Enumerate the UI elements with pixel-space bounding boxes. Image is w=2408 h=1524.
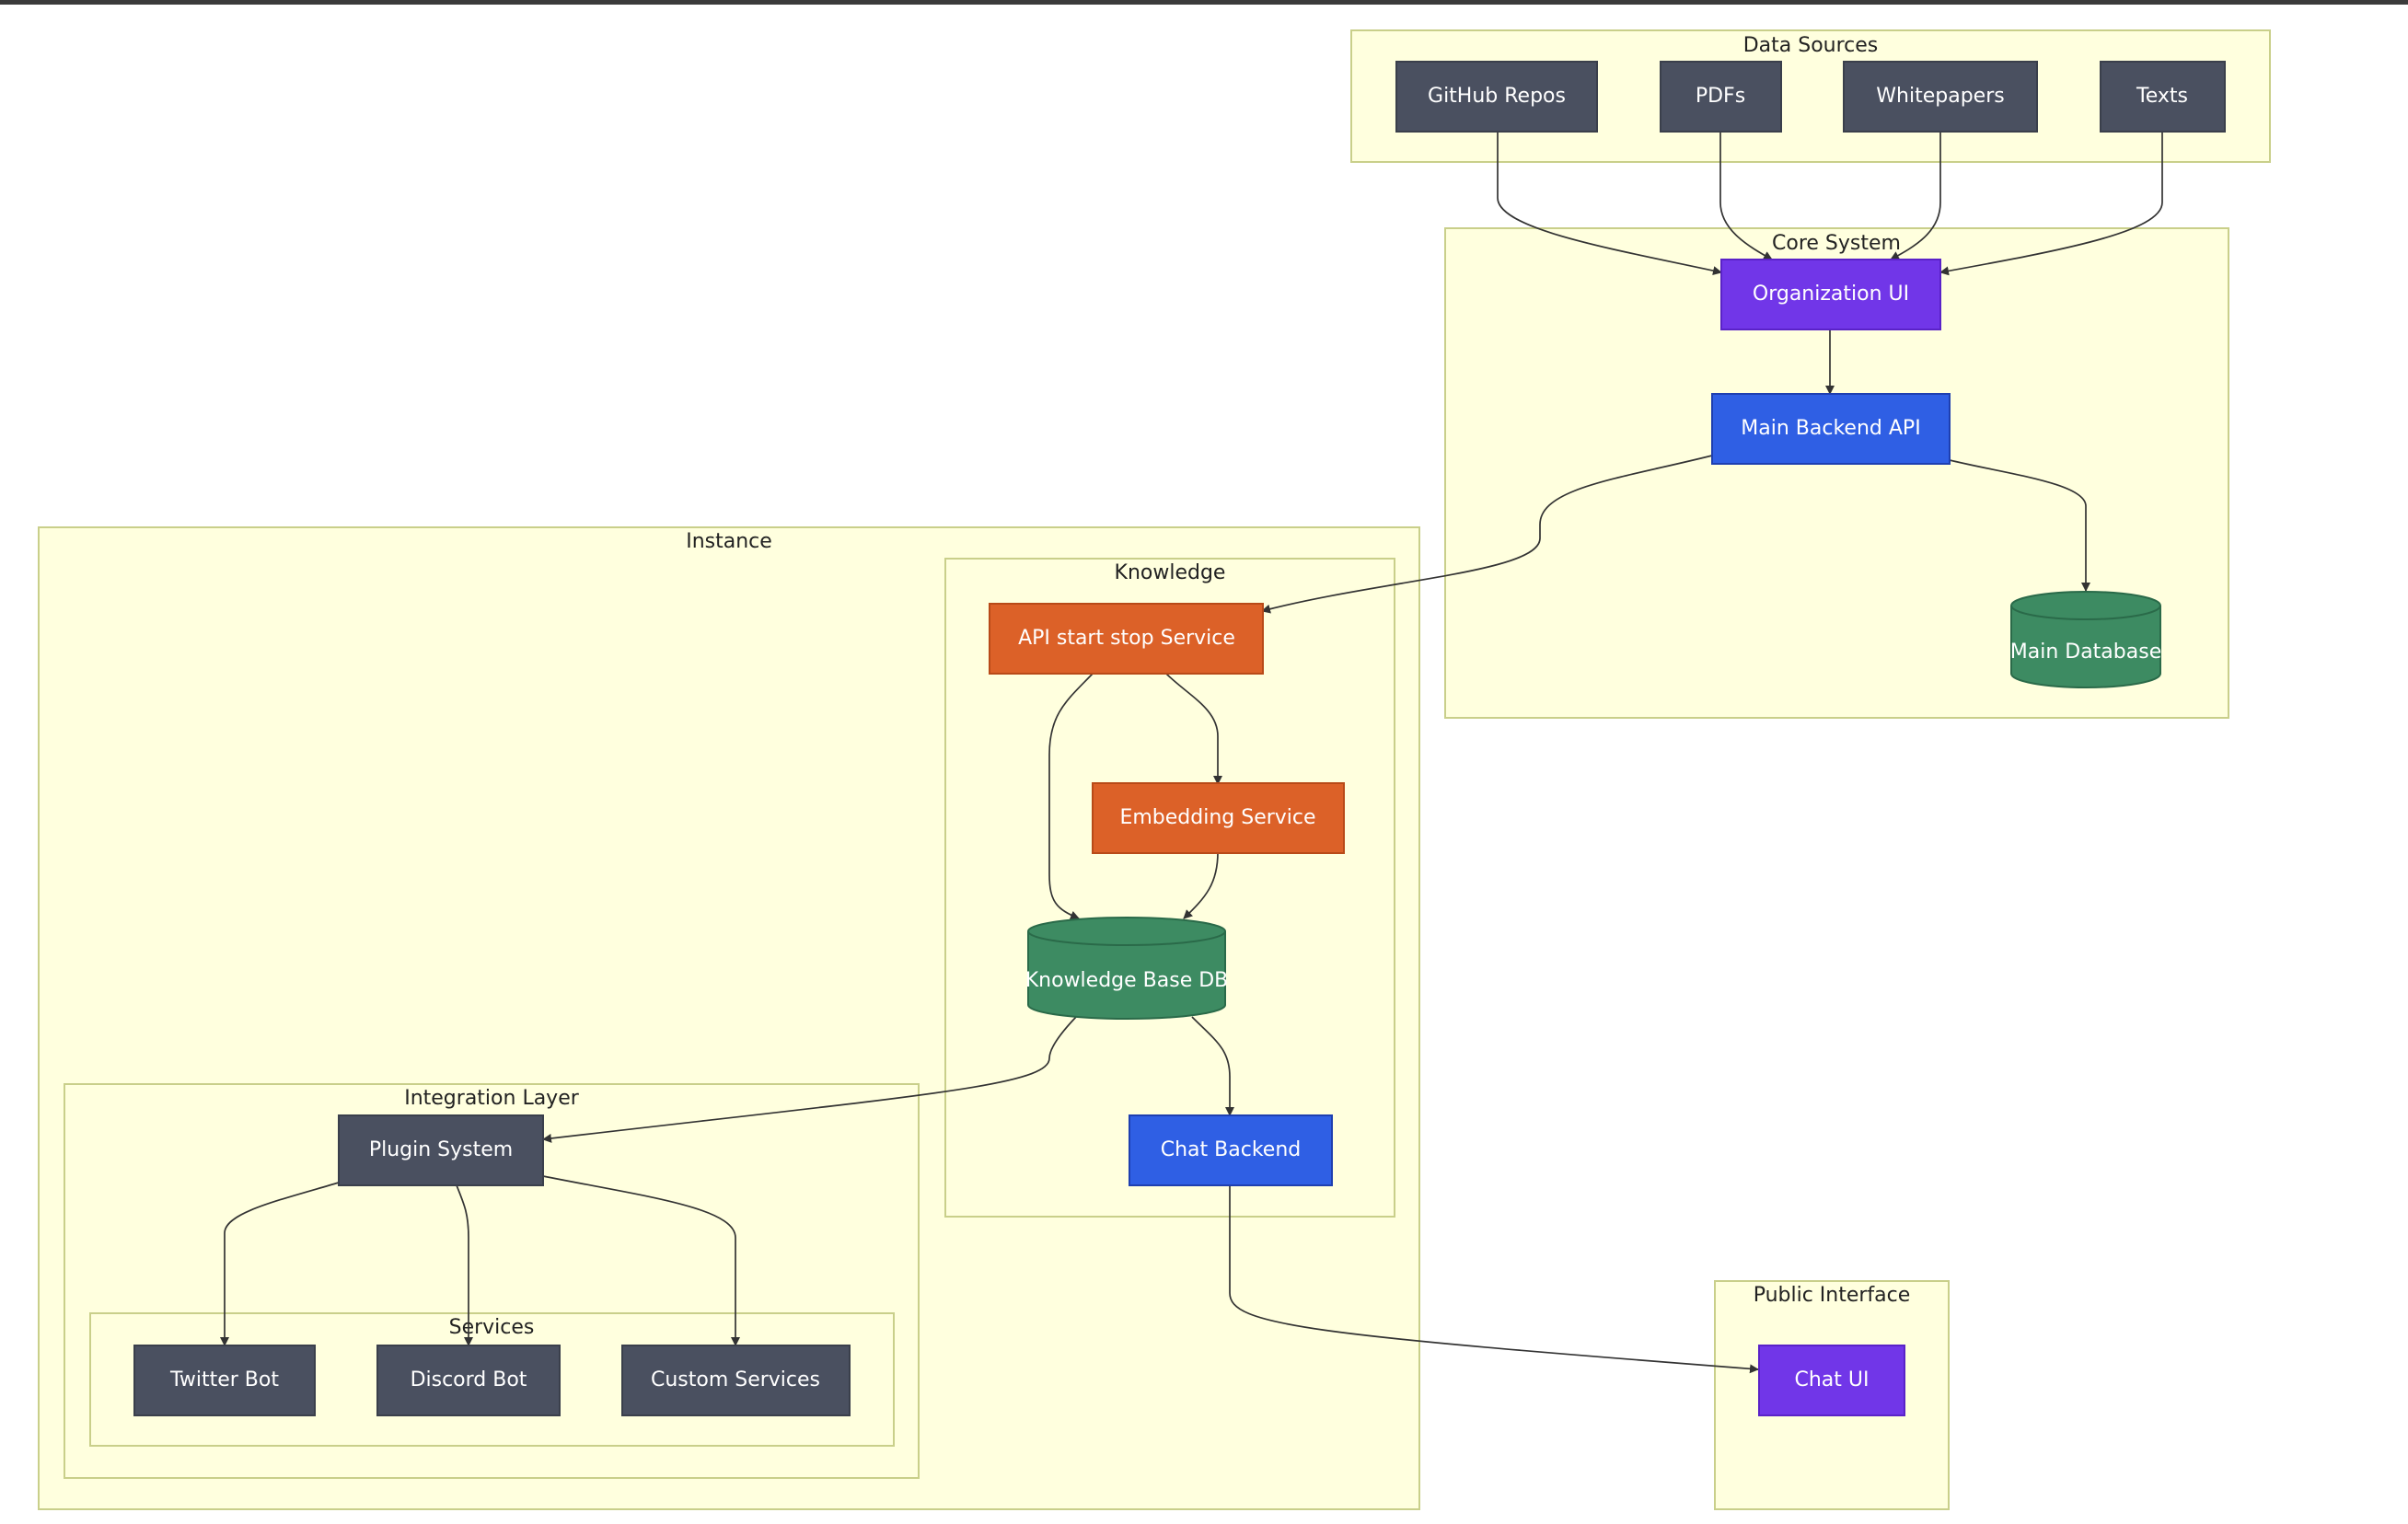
edge-api-start-stop-to-embedding — [1165, 673, 1222, 785]
node-twitter-bot: Twitter Bot — [133, 1345, 316, 1416]
node-label-twitter-bot: Twitter Bot — [169, 1368, 279, 1391]
edge-plugin-to-custom — [542, 1175, 740, 1346]
node-main-database: Main Database — [2010, 591, 2161, 688]
node-label-custom-services: Custom Services — [651, 1368, 820, 1391]
edge-chat-backend-to-chat-ui — [1229, 1185, 1759, 1374]
group-label-data-sources: Data Sources — [1743, 34, 1879, 57]
node-label-chat-ui: Chat UI — [1795, 1368, 1870, 1391]
node-main-backend-api: Main Backend API — [1711, 393, 1951, 465]
edge-texts-to-org-ui — [1939, 132, 2163, 276]
node-label-github-repos: GitHub Repos — [1428, 85, 1566, 108]
node-label-plugin-system: Plugin System — [369, 1138, 513, 1161]
group-label-core-system: Core System — [1772, 232, 1901, 255]
node-knowledge-base-db: Knowledge Base DB — [1025, 917, 1229, 1020]
node-label-main-backend-api: Main Backend API — [1741, 417, 1920, 440]
edge-kbdb-to-chat-backend — [1191, 1016, 1234, 1116]
node-texts: Texts — [2100, 61, 2226, 133]
group-label-integration-layer: Integration Layer — [404, 1087, 580, 1110]
edge-backend-to-main-db — [1949, 459, 2090, 592]
group-label-services: Services — [449, 1316, 535, 1339]
node-label-embedding-service: Embedding Service — [1119, 806, 1315, 829]
node-plugin-system: Plugin System — [338, 1114, 544, 1186]
node-label-texts: Texts — [2136, 85, 2188, 108]
node-label-knowledge-base-db: Knowledge Base DB — [1025, 969, 1229, 992]
node-label-whitepapers: Whitepapers — [1876, 85, 2004, 108]
edge-kbdb-to-plugin-system — [542, 1016, 1077, 1143]
node-organization-ui: Organization UI — [1720, 259, 1941, 330]
edge-pdfs-to-org-ui — [1719, 132, 1773, 260]
node-pdfs: PDFs — [1660, 61, 1782, 133]
node-api-start-stop-service: API start stop Service — [989, 603, 1264, 675]
edge-backend-to-api-start-stop — [1261, 455, 1713, 614]
node-label-chat-backend: Chat Backend — [1161, 1138, 1301, 1161]
group-label-public-interface: Public Interface — [1754, 1284, 1911, 1307]
node-label-api-start-stop: API start stop Service — [1018, 627, 1235, 650]
node-label-organization-ui: Organization UI — [1753, 283, 1909, 306]
node-github-repos: GitHub Repos — [1395, 61, 1598, 133]
edge-plugin-to-discord — [456, 1184, 473, 1346]
edge-github-to-org-ui — [1497, 132, 1722, 275]
node-chat-backend: Chat Backend — [1129, 1114, 1333, 1186]
node-label-discord-bot: Discord Bot — [411, 1368, 527, 1391]
edge-api-start-stop-to-kbdb — [1048, 673, 1094, 920]
top-border — [0, 0, 2408, 5]
node-custom-services: Custom Services — [621, 1345, 851, 1416]
node-discord-bot: Discord Bot — [376, 1345, 561, 1416]
node-whitepapers: Whitepapers — [1843, 61, 2038, 133]
node-chat-ui: Chat UI — [1758, 1345, 1905, 1416]
group-label-knowledge: Knowledge — [1115, 561, 1226, 584]
node-label-main-database: Main Database — [2010, 641, 2161, 664]
edge-plugin-to-twitter — [220, 1182, 340, 1346]
edge-whitepapers-to-org-ui — [1890, 132, 1941, 260]
edge-embedding-to-kbdb — [1183, 851, 1219, 919]
edges — [220, 132, 2163, 1374]
node-label-pdfs: PDFs — [1696, 85, 1745, 108]
node-embedding-service: Embedding Service — [1092, 782, 1345, 854]
group-label-instance: Instance — [686, 530, 772, 553]
